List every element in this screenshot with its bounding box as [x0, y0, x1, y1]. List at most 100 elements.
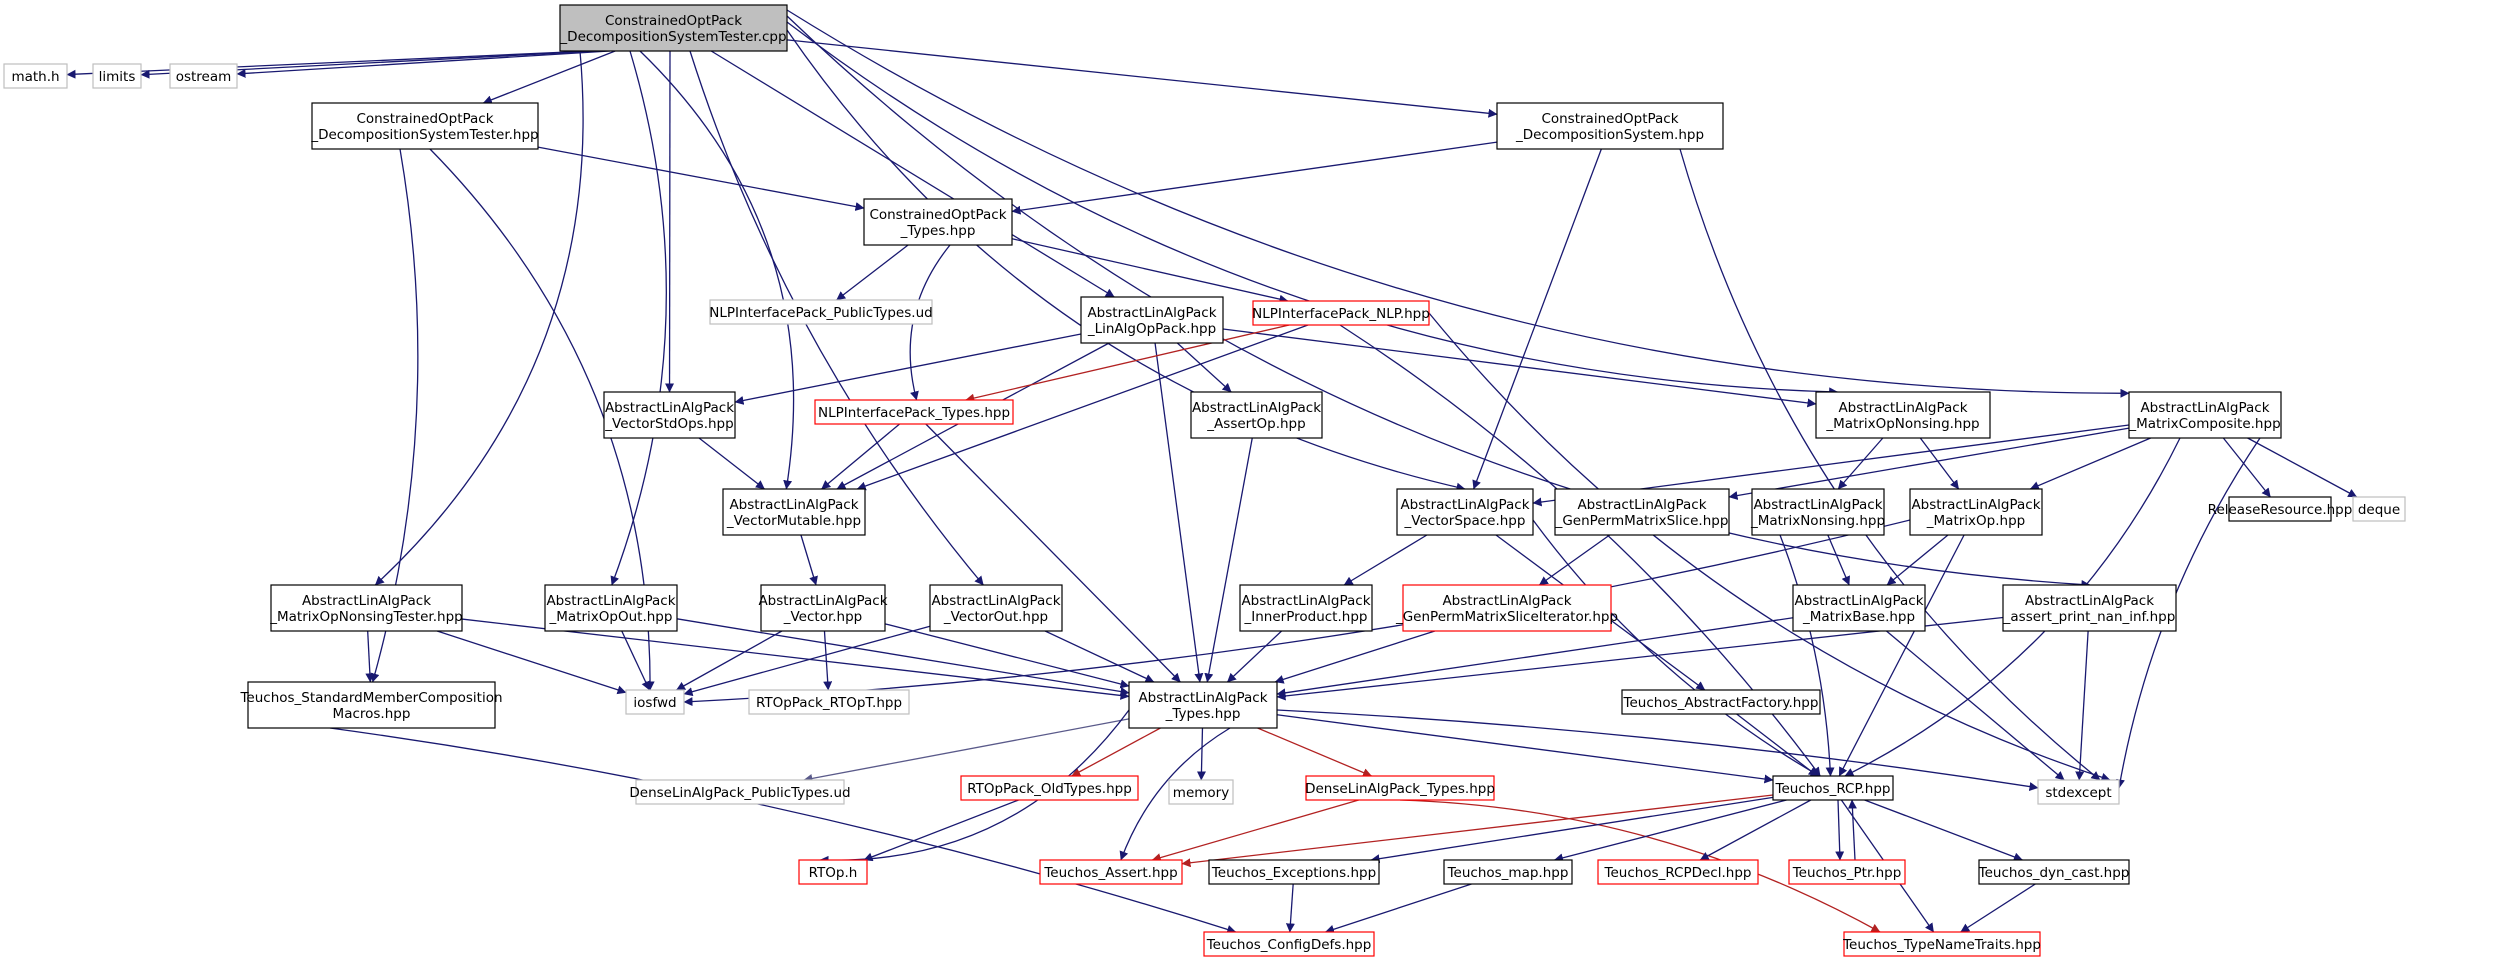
node-genPermIter[interactable]: AbstractLinAlgPack_GenPermMatrixSliceIte… — [1395, 584, 1618, 632]
node-teuchosPtr[interactable]: Teuchos_Ptr.hpp — [1788, 859, 1906, 885]
node-ostream-box — [169, 63, 238, 89]
node-root-box — [559, 4, 788, 52]
node-matOpNonsing[interactable]: AbstractLinAlgPack_MatrixOpNonsing.hpp — [1815, 391, 1991, 439]
node-matOpNonsingTester-label-0: AbstractLinAlgPack — [302, 593, 431, 609]
node-linAlgOp[interactable]: AbstractLinAlgPack_LinAlgOpPack.hpp — [1080, 296, 1224, 344]
node-teuchosAssert-label-0: Teuchos_Assert.hpp — [1043, 865, 1177, 881]
node-teuchosDyn[interactable]: Teuchos_dyn_cast.hpp — [1978, 859, 2130, 885]
node-linAlgOp-label-1: _LinAlgOpPack.hpp — [1087, 321, 1216, 337]
edge-denseLATypes-to-teuchosAssert — [1151, 799, 1359, 862]
edge-genPermIter-to-alaTypes — [1274, 630, 1436, 684]
node-matOp[interactable]: AbstractLinAlgPack_MatrixOp.hpp — [1909, 488, 2043, 536]
edge-matOpOut-to-alaTypes — [676, 618, 1130, 696]
edge-genPermSlice-to-genPermIter — [1538, 534, 1611, 586]
node-stdexcept: stdexcept — [2037, 779, 2120, 805]
node-vecSpace[interactable]: AbstractLinAlgPack_VectorSpace.hpp — [1396, 488, 1534, 536]
node-teuchosTNT[interactable]: Teuchos_TypeNameTraits.hpp — [1842, 931, 2041, 957]
node-alaTypes-label-0: AbstractLinAlgPack — [1138, 690, 1267, 706]
node-vectorOut-label-0: AbstractLinAlgPack — [931, 593, 1060, 609]
edge-alaTypes-to-stdexcept — [1276, 709, 2039, 791]
edge-root-to-mathh — [66, 50, 591, 79]
node-assertOp[interactable]: AbstractLinAlgPack_AssertOp.hpp — [1190, 391, 1323, 439]
edge-linAlgOp-to-assertOp — [1176, 342, 1232, 393]
node-nlpTypes[interactable]: NLPInterfacePack_Types.hpp — [814, 399, 1014, 425]
node-limits: limits — [92, 63, 142, 89]
edge-matOpNonsingTester-to-teuchosSMC — [365, 630, 375, 683]
node-vector[interactable]: AbstractLinAlgPack_Vector.hpp — [758, 584, 888, 632]
node-teuchosAssert[interactable]: Teuchos_Assert.hpp — [1039, 859, 1183, 885]
node-vectorOut-box — [929, 584, 1063, 632]
edge-teuchosMap-to-teuchosConfig — [1325, 883, 1472, 934]
node-matOpOut[interactable]: AbstractLinAlgPack_MatrixOpOut.hpp — [544, 584, 678, 632]
node-teuchosSMC[interactable]: Teuchos_StandardMemberCompositionMacros.… — [239, 681, 503, 729]
node-absFactory[interactable]: Teuchos_AbstractFactory.hpp — [1621, 689, 1821, 715]
node-alaTypes-box — [1128, 681, 1278, 729]
node-ostream-label-0: ostream — [176, 69, 232, 85]
node-innerProd[interactable]: AbstractLinAlgPack_InnerProduct.hpp — [1239, 584, 1373, 632]
node-releaseRes-label-0: ReleaseResource.hpp — [2208, 502, 2353, 518]
node-vecSpace-label-0: AbstractLinAlgPack — [1400, 497, 1529, 513]
node-denseLATypes[interactable]: DenseLinAlgPack_Types.hpp — [1305, 775, 1495, 801]
node-vecMutable[interactable]: AbstractLinAlgPack_VectorMutable.hpp — [722, 488, 866, 536]
edge-alaTypes-to-denseLATypes — [1257, 727, 1372, 777]
node-teuchosMap[interactable]: Teuchos_map.hpp — [1443, 859, 1573, 885]
node-teuchosRCP-box — [1772, 775, 1894, 801]
node-copTypes-label-0: ConstrainedOptPack — [869, 207, 1006, 223]
node-rtoph[interactable]: RTOp.h — [798, 859, 868, 885]
node-innerProd-label-1: _InnerProduct.hpp — [1244, 609, 1368, 625]
node-rtopT-label-0: RTOpPack_RTOpT.hpp — [756, 695, 902, 711]
node-teuchosAssert-box — [1039, 859, 1183, 885]
node-memory-label-0: memory — [1173, 785, 1229, 801]
node-dsHpp[interactable]: ConstrainedOptPack_DecompositionSystem.h… — [1496, 102, 1724, 150]
node-mathh: math.h — [3, 63, 68, 89]
node-teuchosConfig[interactable]: Teuchos_ConfigDefs.hpp — [1203, 931, 1375, 957]
node-teuchosDyn-box — [1978, 859, 2130, 885]
edge-dsHpp-to-vecSpace — [1472, 148, 1602, 490]
edge-teuchosSMC-to-teuchosConfig — [329, 727, 1237, 934]
node-copTypes-box — [863, 198, 1013, 246]
node-rtopOld[interactable]: RTOpPack_OldTypes.hpp — [960, 775, 1139, 801]
edge-linAlgOp-to-matOpNonsing — [1222, 328, 1817, 408]
edge-matComposite-to-releaseRes — [2222, 437, 2271, 498]
node-teuchosExc[interactable]: Teuchos_Exceptions.hpp — [1208, 859, 1380, 885]
node-teuchosRCP[interactable]: Teuchos_RCP.hpp — [1772, 775, 1894, 801]
node-copTypes[interactable]: ConstrainedOptPack_Types.hpp — [863, 198, 1013, 246]
node-teuchosConfig-box — [1203, 931, 1375, 957]
node-vecStdOps[interactable]: AbstractLinAlgPack_VectorStdOps.hpp — [603, 391, 736, 439]
node-matOpNonsingTester-box — [270, 584, 463, 632]
node-teuchosRCPDecl[interactable]: Teuchos_RCPDecl.hpp — [1597, 859, 1759, 885]
node-nlpNlp[interactable]: NLPInterfacePack_NLP.hpp — [1252, 300, 1430, 326]
node-vectorOut[interactable]: AbstractLinAlgPack_VectorOut.hpp — [929, 584, 1063, 632]
node-genPermSlice[interactable]: AbstractLinAlgPack_GenPermMatrixSlice.hp… — [1554, 488, 1730, 536]
edge-matComposite-to-deque — [2247, 437, 2358, 498]
node-root[interactable]: ConstrainedOptPack_DecompositionSystemTe… — [559, 4, 788, 52]
node-assertPrint[interactable]: AbstractLinAlgPack_assert_print_nan_inf.… — [2002, 584, 2177, 632]
edge-matComposite-to-teuchosRCP — [1844, 437, 2181, 777]
node-matBase-label-1: _MatrixBase.hpp — [1802, 609, 1915, 625]
node-dstHpp[interactable]: ConstrainedOptPack_DecompositionSystemTe… — [310, 102, 539, 150]
node-matComposite-label-0: AbstractLinAlgPack — [2140, 400, 2269, 416]
edge-matBase-to-stdexcept — [1886, 630, 2065, 781]
edge-teuchosDyn-to-teuchosTNT — [1960, 883, 2036, 933]
node-matNonsing[interactable]: AbstractLinAlgPack_MatrixNonsing.hpp — [1750, 488, 1885, 536]
node-iosfwd: iosfwd — [625, 689, 685, 715]
node-matOpNonsingTester[interactable]: AbstractLinAlgPack_MatrixOpNonsingTester… — [269, 584, 463, 632]
node-teuchosExc-label-0: Teuchos_Exceptions.hpp — [1211, 865, 1376, 881]
edge-dsHpp-to-stdexcept — [1679, 148, 2101, 781]
node-matOpNonsing-label-1: _MatrixOpNonsing.hpp — [1825, 416, 1979, 432]
node-releaseRes[interactable]: ReleaseResource.hpp — [2208, 496, 2353, 522]
node-teuchosSMC-label-1: Macros.hpp — [333, 706, 411, 722]
node-matComposite[interactable]: AbstractLinAlgPack_MatrixComposite.hpp — [2128, 391, 2282, 439]
node-memory-box — [1168, 779, 1234, 805]
node-innerProd-box — [1239, 584, 1373, 632]
node-matOpNonsingTester-label-1: _MatrixOpNonsingTester.hpp — [269, 609, 462, 625]
node-teuchosConfig-label-0: Teuchos_ConfigDefs.hpp — [1206, 937, 1372, 953]
node-vecSpace-box — [1396, 488, 1534, 536]
node-alaTypes[interactable]: AbstractLinAlgPack_Types.hpp — [1128, 681, 1278, 729]
node-matOpOut-label-1: _MatrixOpOut.hpp — [549, 609, 673, 625]
edge-vecStdOps-to-vecMutable — [698, 437, 765, 490]
node-matOp-label-0: AbstractLinAlgPack — [1911, 497, 2040, 513]
node-genPermSlice-label-1: _GenPermMatrixSlice.hpp — [1555, 513, 1729, 529]
edge-matOpNonsing-to-matOp — [1919, 437, 1960, 490]
node-matBase[interactable]: AbstractLinAlgPack_MatrixBase.hpp — [1792, 584, 1926, 632]
